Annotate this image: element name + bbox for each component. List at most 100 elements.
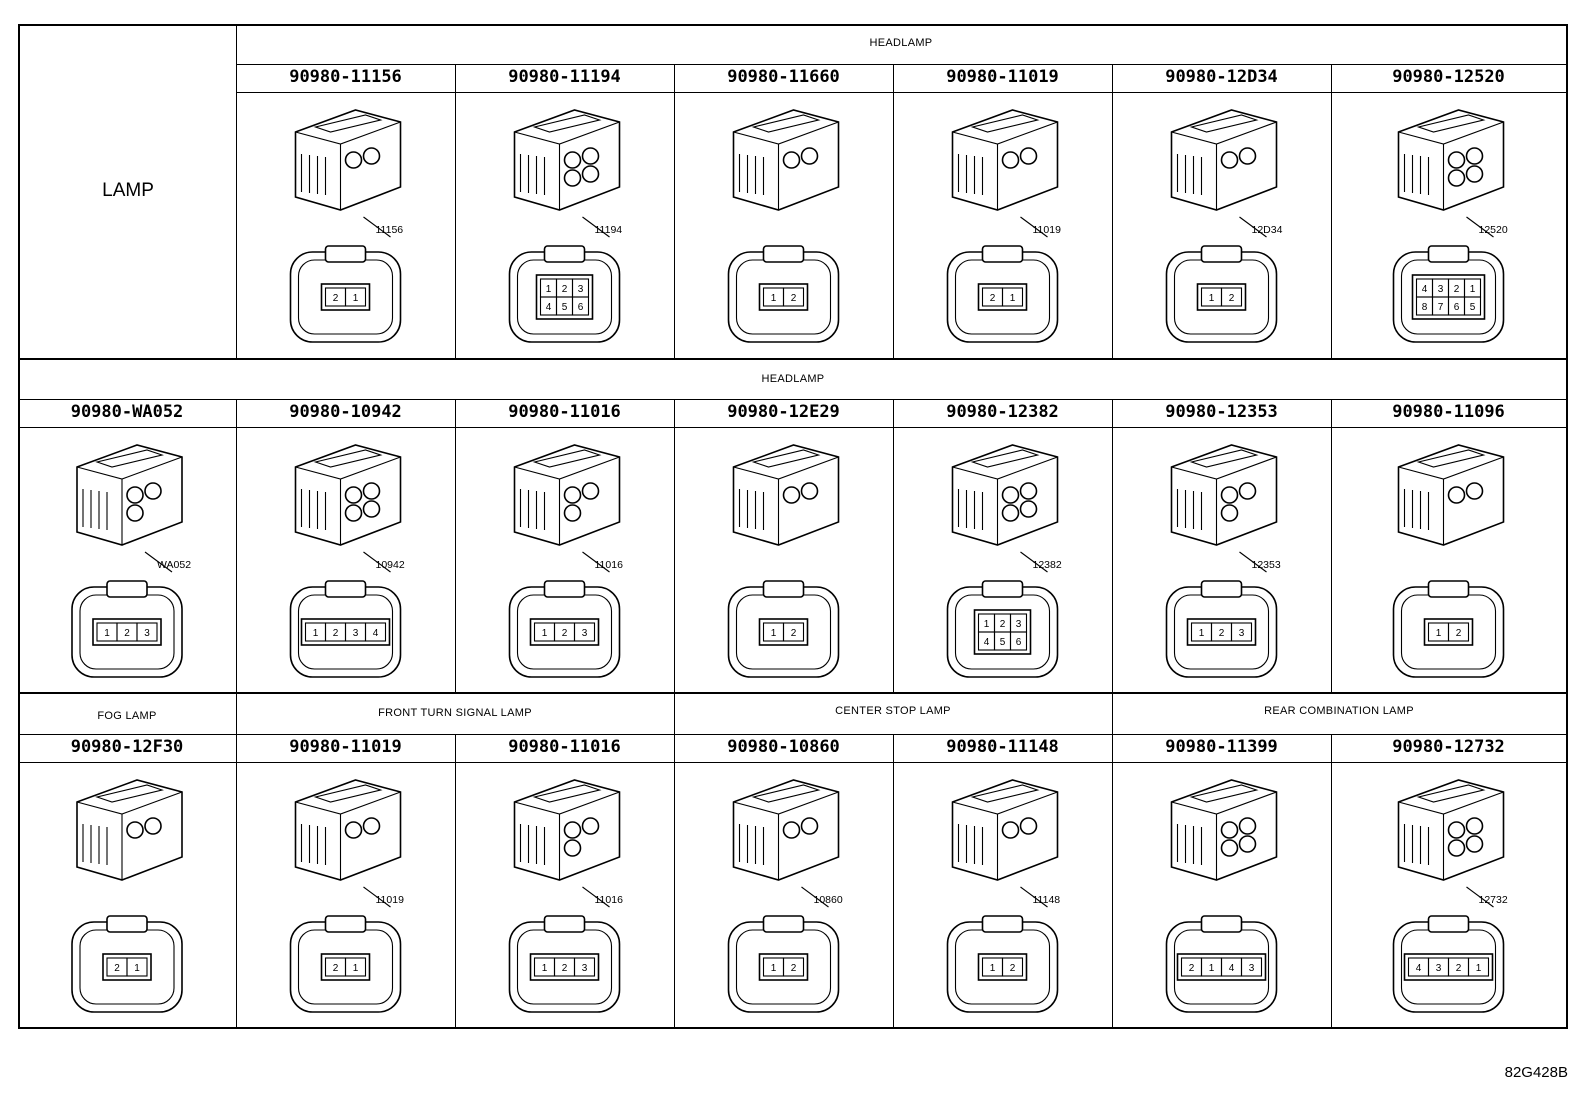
pin-number: 2 [562, 284, 568, 295]
part-number-90980-12d34: 90980-12D34 [1165, 67, 1278, 87]
pin-number: 6 [578, 302, 584, 313]
callout-label: 11016 [594, 894, 623, 906]
col-line [674, 693, 675, 1028]
pin-number: 3 [144, 628, 150, 639]
part-number-90980-11194: 90980-11194 [508, 67, 621, 87]
connector-housing-icon [951, 779, 1059, 881]
col-line [1112, 693, 1113, 1028]
pin-number: 1 [1010, 293, 1016, 304]
callout-label: 11156 [375, 224, 404, 236]
part-number-90980-wa052: 90980-WA052 [70, 402, 184, 422]
col-line [1112, 64, 1113, 359]
pin-number: 3 [1016, 619, 1022, 630]
pin-number: 2 [562, 628, 568, 639]
col-line [455, 64, 456, 359]
col-line [236, 399, 237, 693]
pin-number: 2 [1229, 293, 1235, 304]
col-line [455, 399, 456, 693]
pin-number: 1 [1209, 293, 1215, 304]
pin-number: 2 [791, 628, 797, 639]
pin-number: 2 [1456, 963, 1462, 974]
row3-header-line [18, 734, 1568, 735]
part-number-90980-10942: 90980-10942 [289, 402, 402, 422]
connector-drawing: 1 2 3 [1165, 444, 1278, 678]
connector-housing-icon [513, 109, 621, 211]
col-line [1331, 64, 1332, 359]
row2-part-line [18, 427, 1568, 428]
pin-number: 2 [1456, 628, 1462, 639]
connector-housing-icon [1397, 444, 1505, 546]
row2-header-line [18, 399, 1568, 400]
pin-number: 1 [1209, 963, 1215, 974]
row-separator-1 [18, 358, 1568, 360]
pin-number: 2 [1219, 628, 1225, 639]
part-number-90980-12e29: 90980-12E29 [727, 402, 840, 422]
row-label-lamp: LAMP [102, 180, 154, 201]
pin-number: 2 [124, 628, 130, 639]
pin-number: 3 [582, 963, 588, 974]
pin-number: 5 [1470, 302, 1476, 313]
pin-number: 4 [984, 637, 990, 648]
part-number-90980-11019: 90980-11019 [289, 737, 402, 757]
pin-number: 1 [984, 619, 990, 630]
figure-code: 82G428B [1504, 1064, 1568, 1081]
callout-label: 12520 [1478, 224, 1508, 236]
connector-housing-icon [1397, 779, 1505, 881]
part-number-90980-11019: 90980-11019 [946, 67, 1059, 87]
part-number-90980-11660: 90980-11660 [727, 67, 840, 87]
part-number-90980-11148: 90980-11148 [946, 737, 1059, 757]
pin-number: 1 [546, 284, 552, 295]
connector-housing-icon [513, 444, 621, 546]
section-header-rear-combination-lamp: REAR COMBINATION LAMP [1264, 705, 1414, 717]
pin-number: 2 [333, 963, 339, 974]
connector-housing-icon [1170, 109, 1278, 211]
pin-number: 2 [1189, 963, 1195, 974]
pin-number: 4 [1229, 963, 1235, 974]
connector-housing-icon [732, 444, 840, 546]
pin-number: 4 [1422, 284, 1428, 295]
pin-number: 2 [333, 628, 339, 639]
pin-number: 6 [1454, 302, 1460, 313]
section-header-headlamp-2: HEADLAMP [761, 373, 825, 385]
pin-number: 3 [1239, 628, 1245, 639]
pin-number: 8 [1422, 302, 1428, 313]
row1-part-line [236, 92, 1566, 93]
row3-part-line [18, 762, 1568, 763]
col-line [674, 399, 675, 693]
pin-number: 2 [990, 293, 996, 304]
pin-number: 3 [582, 628, 588, 639]
pin-number: 1 [771, 628, 777, 639]
pin-number: 3 [353, 628, 359, 639]
pin-number: 1 [1199, 628, 1205, 639]
part-number-90980-12353: 90980-12353 [1165, 402, 1278, 422]
col-line [1112, 399, 1113, 693]
pin-number: 2 [562, 963, 568, 974]
part-number-90980-12520: 90980-12520 [1392, 67, 1505, 87]
connector-housing-icon [294, 779, 402, 881]
connector-housing-icon [1170, 444, 1278, 546]
callout-label: 12382 [1032, 559, 1062, 571]
part-number-90980-12732: 90980-12732 [1392, 737, 1505, 757]
table-border-left [18, 24, 20, 1029]
connector-housing-icon [732, 109, 840, 211]
table-border-top [18, 24, 1568, 26]
part-number-90980-11399: 90980-11399 [1165, 737, 1278, 757]
col-line [1331, 734, 1332, 1028]
pin-number: 2 [114, 963, 120, 974]
